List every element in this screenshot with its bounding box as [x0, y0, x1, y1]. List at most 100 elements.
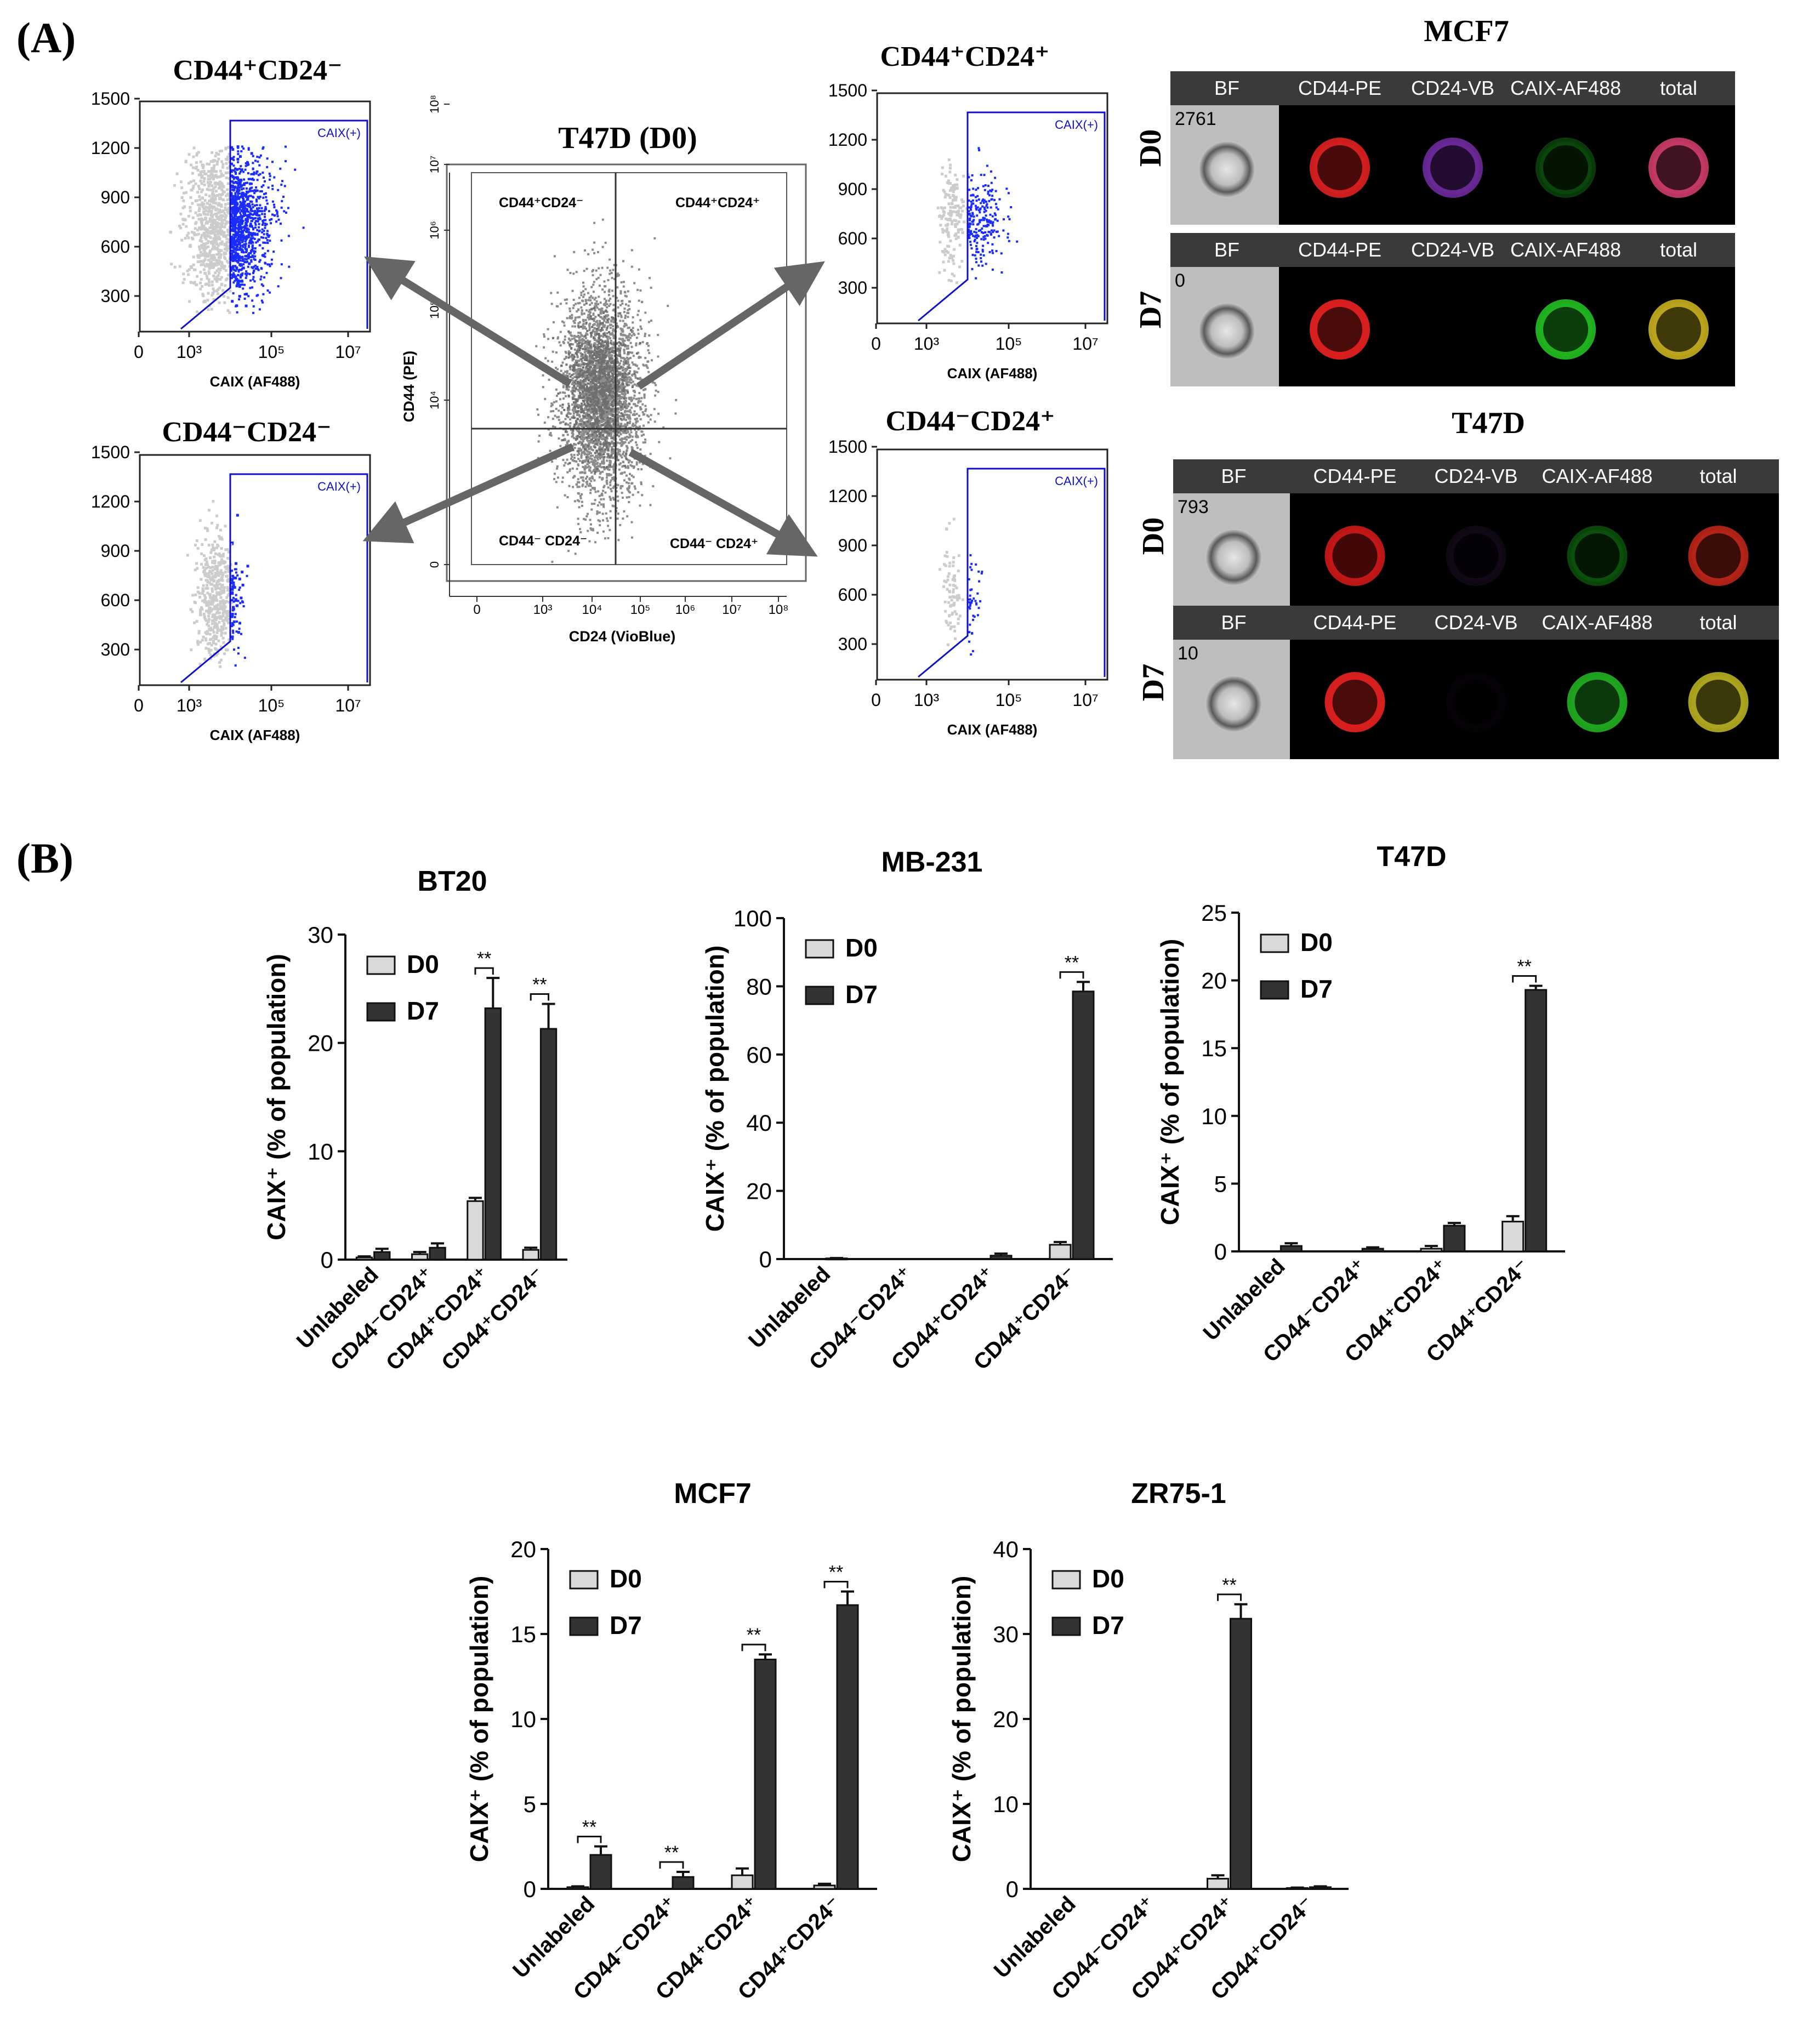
- caix-gate: [918, 111, 1106, 322]
- significance-bracket: [1217, 1593, 1242, 1601]
- caix-gate-label: CAIX(+): [317, 126, 361, 140]
- bar-d0: [731, 1874, 754, 1890]
- scatter-frame: [446, 163, 807, 582]
- histogram-title: CD44⁻CD24⁻: [162, 417, 331, 448]
- imaging-channel-label: BF: [1221, 465, 1246, 487]
- histogram-y-tick: 1500: [828, 437, 867, 457]
- imaging-day-label: D7: [1136, 664, 1170, 701]
- scatter-plot: T47D (D0) CD44⁺CD24⁻ CD44⁺CD24⁺ CD44⁻ CD…: [401, 95, 807, 645]
- y-tick-label: 5: [524, 1791, 536, 1817]
- y-tick-label: 30: [308, 922, 333, 948]
- bar-d0: [522, 1249, 539, 1261]
- legend-label: D7: [610, 1611, 642, 1639]
- significance-label: **: [747, 1625, 761, 1646]
- fluorescence-cell-image: [1688, 526, 1749, 586]
- histogram-x-label: CAIX (AF488): [210, 727, 300, 743]
- imaging-header-bar: [1170, 71, 1735, 105]
- bf-cell-image: [1198, 141, 1255, 198]
- y-tick-label: 0: [1214, 1239, 1227, 1265]
- histogram-x-label: CAIX (AF488): [947, 721, 1038, 738]
- legend-swatch-d0: [805, 939, 834, 959]
- bar-d0: [355, 1256, 373, 1261]
- y-tick-label: 0: [1006, 1876, 1019, 1902]
- imaging-channel-label: CD44-PE: [1298, 77, 1381, 99]
- y-axis-label: CAIX⁺ (% of population): [262, 954, 291, 1240]
- fluorescence-cell-image: [1310, 299, 1370, 360]
- bar-d0: [1207, 1877, 1229, 1890]
- bar-d7: [1525, 989, 1548, 1252]
- scatter-y-label: CD44 (PE): [401, 351, 417, 423]
- significance-bracket: [659, 1861, 684, 1869]
- panel-b-label: (B): [16, 834, 73, 882]
- y-tick-label: 40: [993, 1536, 1019, 1562]
- bar-d7: [1072, 990, 1095, 1260]
- y-tick-label: 20: [746, 1178, 772, 1204]
- legend-swatch-d0: [1260, 933, 1289, 953]
- bar-d0: [1049, 1244, 1072, 1260]
- histogram-x-tick: 0: [871, 334, 881, 354]
- imaging-day-label: D0: [1134, 129, 1168, 167]
- caix-gate: [180, 119, 368, 330]
- legend-swatch-d7: [1051, 1616, 1081, 1636]
- imaging-channel-label: CD44-PE: [1298, 238, 1381, 261]
- histogram-y-tick: 300: [838, 634, 867, 654]
- histogram-y-tick: 600: [838, 229, 867, 248]
- scatter-x-tick: 10⁵: [630, 602, 651, 617]
- fluorescence-cell-image: [1324, 672, 1385, 732]
- fluorescence-cell-image: [1536, 138, 1596, 198]
- histogram-frame: [139, 454, 371, 686]
- imaging-channel-label: total: [1699, 611, 1737, 634]
- histogram-x-tick: 10³: [177, 696, 202, 715]
- imaging-channel-label: CAIX-AF488: [1542, 465, 1652, 487]
- y-tick-label: 15: [1201, 1035, 1227, 1061]
- histogram-title: CD44⁺CD24⁻: [173, 55, 342, 86]
- bar-d7: [429, 1246, 446, 1261]
- bar-d7: [1361, 1248, 1384, 1252]
- legend-label: D7: [1300, 975, 1333, 1003]
- chart-title: ZR75-1: [1131, 1478, 1226, 1510]
- bar-d7: [484, 1007, 502, 1261]
- imaging-channel-label: CAIX-AF488: [1542, 611, 1652, 634]
- imaging-channel-label: total: [1660, 77, 1697, 99]
- legend-label: D7: [1092, 1611, 1124, 1639]
- significance-label: **: [582, 1817, 596, 1838]
- significance-label: **: [477, 948, 491, 969]
- chart-title: T47D: [1377, 841, 1446, 873]
- histogram-y-tick: 900: [838, 179, 867, 199]
- legend-swatch-d7: [366, 1002, 396, 1022]
- arrow-to-cd44neg-cd24pos: [628, 448, 818, 557]
- y-axis-label: CAIX⁺ (% of population): [701, 946, 729, 1232]
- significance-bracket: [741, 1643, 766, 1652]
- caix-gate-label: CAIX(+): [1055, 474, 1098, 488]
- imaging-object-id: 0: [1175, 270, 1185, 291]
- fluorescence-cell-image: [1423, 138, 1483, 198]
- bar-d7: [672, 1876, 695, 1890]
- quadrant-label-ul: CD44⁺CD24⁻: [499, 195, 583, 210]
- y-axis-label: CAIX⁺ (% of population): [465, 1576, 493, 1863]
- significance-bracket: [823, 1581, 849, 1588]
- histogram-x-label: CAIX (AF488): [947, 365, 1038, 382]
- arrow-to-cd44neg-cd24neg: [362, 443, 575, 544]
- bar-d7: [1279, 1245, 1303, 1252]
- significance-bracket: [577, 1836, 602, 1843]
- y-axis-label: CAIX⁺ (% of population): [1156, 939, 1184, 1226]
- bar-d0: [1420, 1248, 1443, 1252]
- bar-d0: [1502, 1221, 1525, 1252]
- legend-label: D0: [610, 1564, 642, 1593]
- caix-gate: [180, 473, 368, 684]
- scatter-x-tick: 10⁷: [722, 602, 741, 617]
- histogram-x-tick: 10⁷: [335, 696, 361, 715]
- histogram-x-tick: 10³: [914, 334, 940, 354]
- histogram-events: [939, 517, 983, 656]
- histogram-y-tick: 1500: [91, 89, 130, 109]
- scatter-title: T47D (D0): [558, 121, 697, 155]
- histogram-x-tick: 10³: [914, 690, 940, 710]
- y-tick-label: 15: [510, 1621, 536, 1647]
- scatter-y-tick: 10⁶: [428, 221, 441, 240]
- fluorescence-cell-image: [1567, 672, 1628, 732]
- histogram-y-tick: 1200: [91, 492, 130, 511]
- histogram-x-tick: 10⁷: [1072, 334, 1098, 354]
- imaging-channel-label: BF: [1221, 611, 1246, 634]
